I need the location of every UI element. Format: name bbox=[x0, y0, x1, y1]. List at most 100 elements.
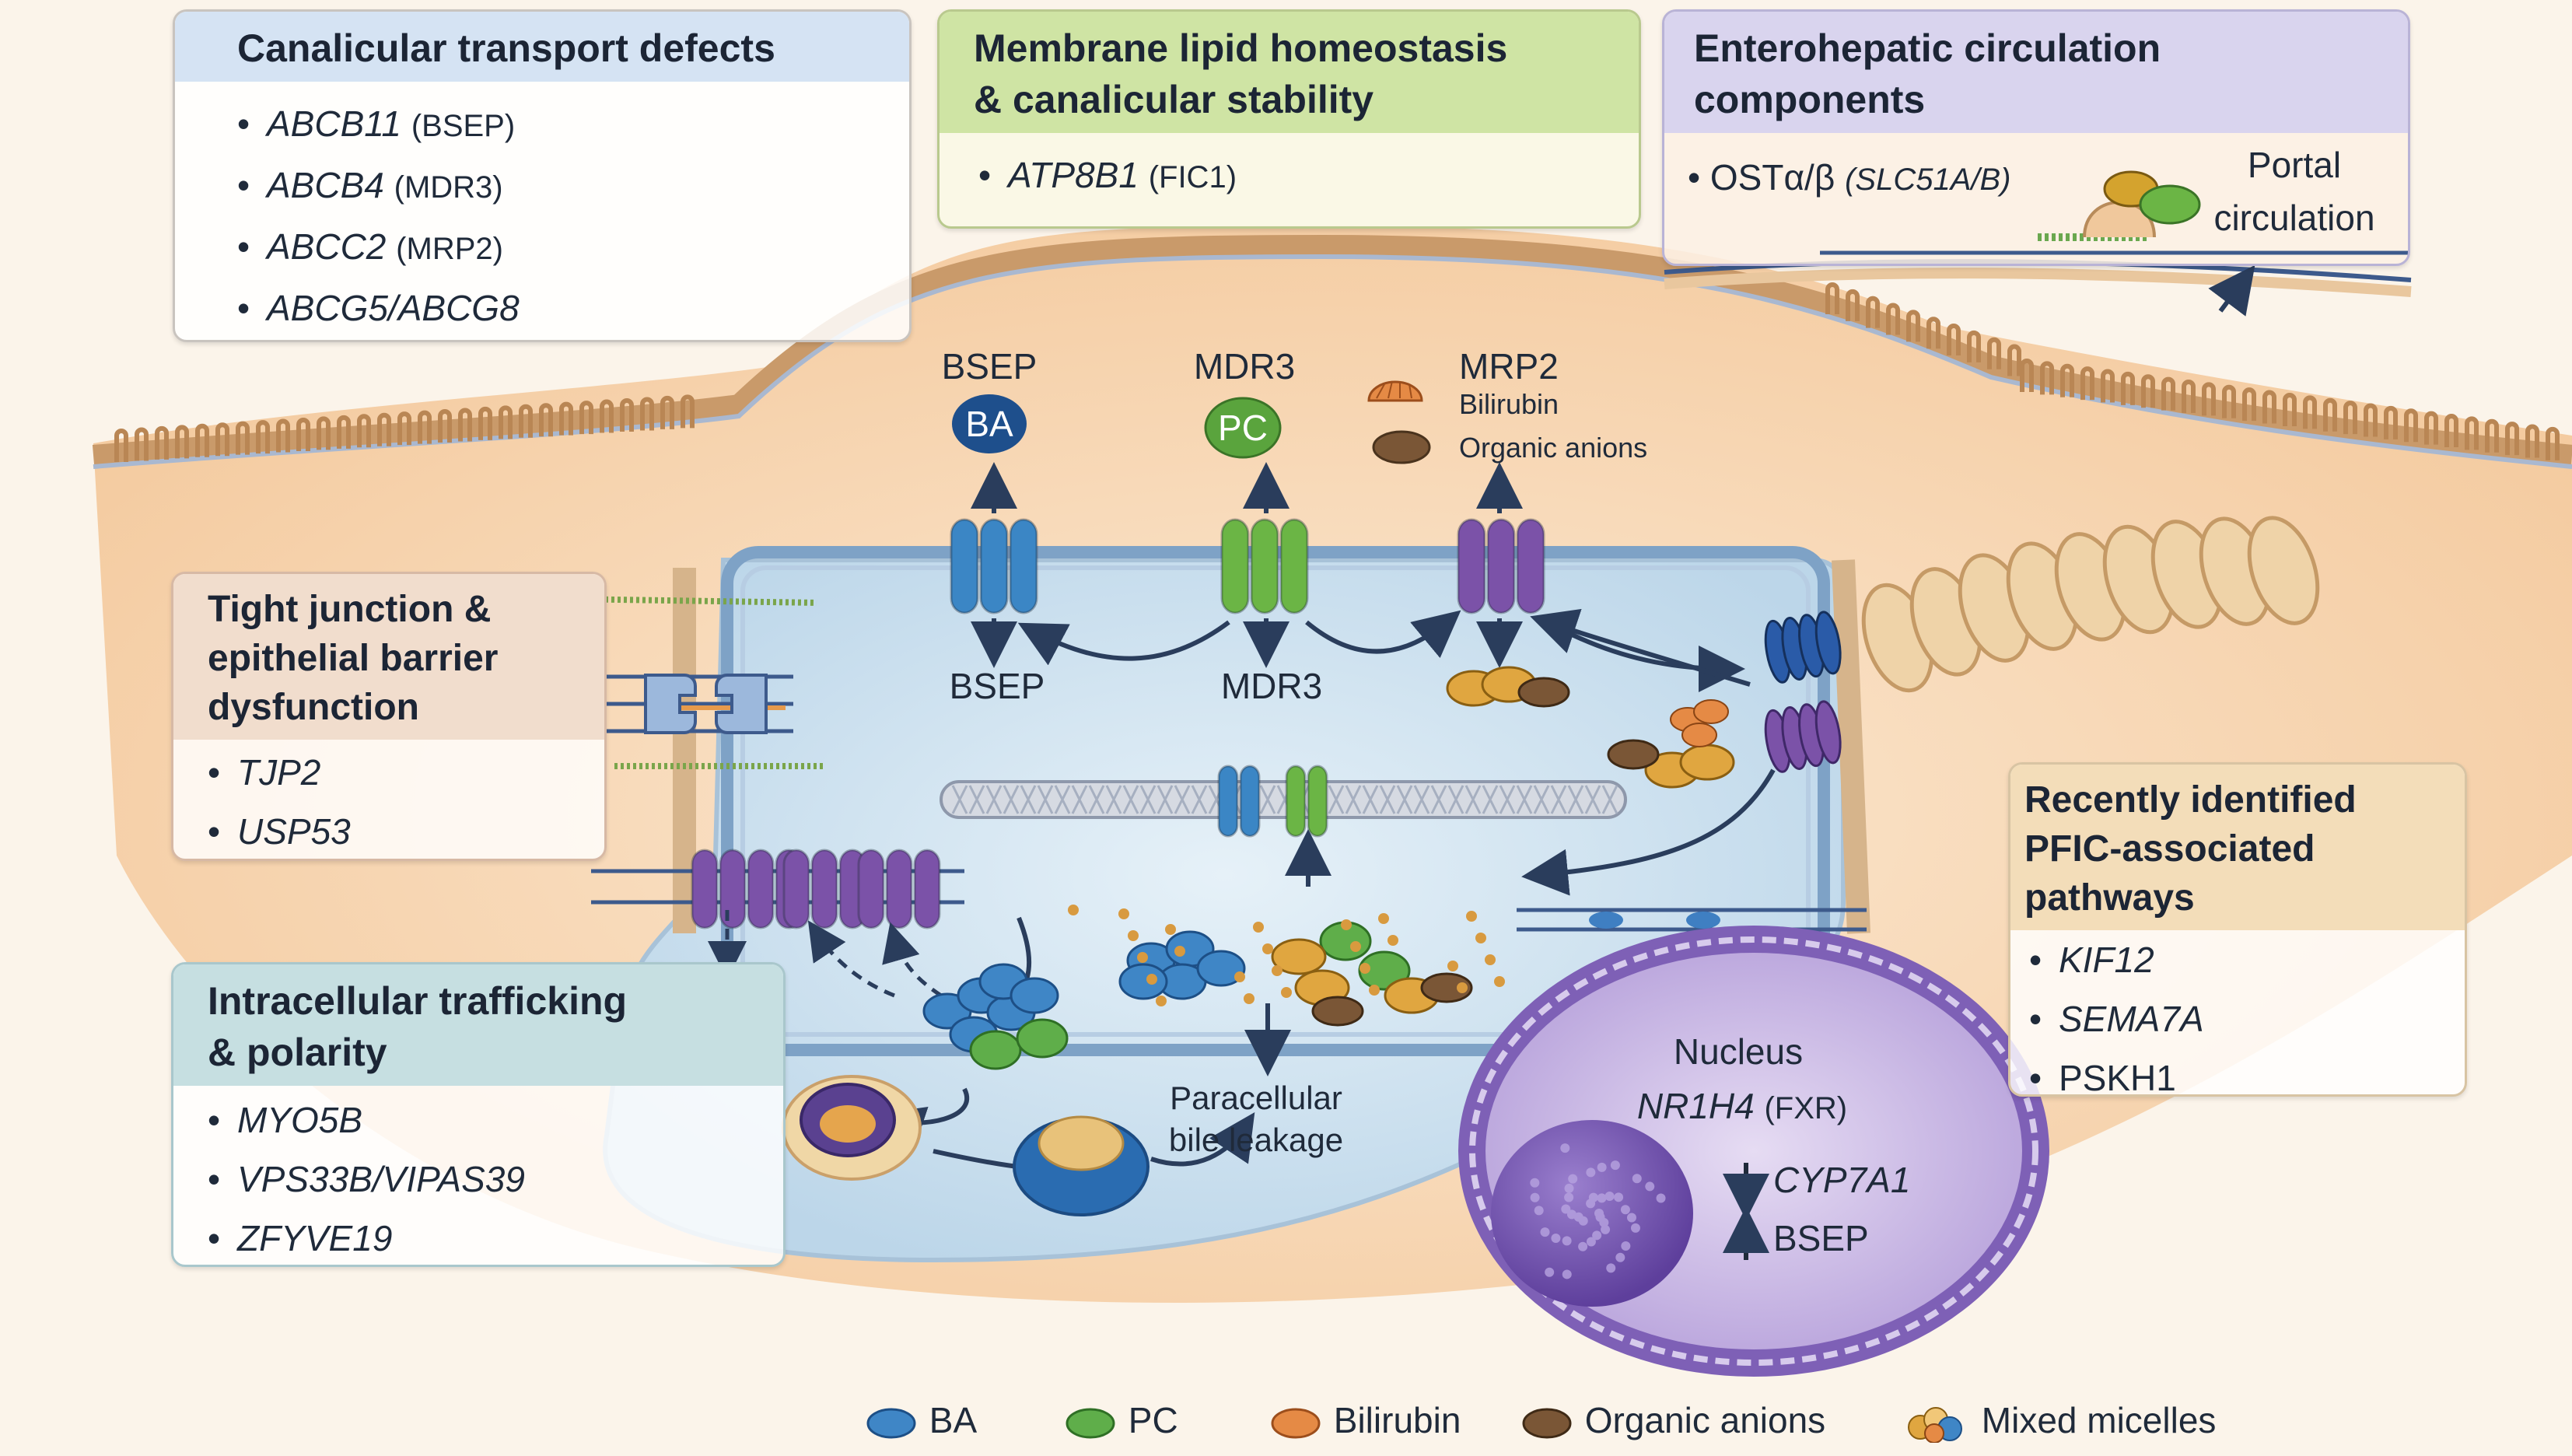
bile-dot bbox=[1253, 922, 1264, 933]
bile-dot bbox=[1244, 993, 1255, 1004]
pc-swatch-icon bbox=[1066, 1408, 1115, 1439]
panel-title-line: dysfunction bbox=[208, 687, 419, 728]
bile-dot bbox=[1128, 930, 1139, 941]
gene-item: •ZFYVE19 bbox=[208, 1218, 393, 1258]
bile-dot bbox=[1262, 943, 1273, 954]
microvillus bbox=[2343, 401, 2357, 435]
organic-anion-swatch-icon bbox=[1522, 1408, 1572, 1439]
microvillus bbox=[337, 415, 351, 449]
microvillus bbox=[2141, 374, 2155, 408]
legend-item-organic-anions: Organic anions bbox=[1520, 1398, 1825, 1442]
microvillus bbox=[2020, 359, 2034, 392]
panel-title-line: & polarity bbox=[208, 1031, 387, 1074]
microvillus bbox=[458, 408, 472, 442]
transporter-icon bbox=[1220, 518, 1309, 614]
nucleolus-speck bbox=[1586, 1167, 1596, 1178]
mrp2-label: MRP2 bbox=[1459, 346, 1559, 387]
ba-particle bbox=[1118, 963, 1168, 1000]
microvillus bbox=[2283, 392, 2297, 426]
microvillus bbox=[478, 406, 492, 440]
microvillus bbox=[1886, 303, 1900, 335]
pc-particle bbox=[969, 1030, 1022, 1070]
bile-dot bbox=[1137, 952, 1148, 963]
ba-swatch-icon bbox=[866, 1408, 916, 1439]
microvillus bbox=[2060, 363, 2074, 397]
microvillus bbox=[2505, 422, 2519, 456]
microvillus bbox=[2202, 382, 2216, 416]
microvillus bbox=[195, 423, 209, 457]
microvillus bbox=[2404, 408, 2418, 443]
panel-title-line: Intracellular trafficking bbox=[208, 979, 628, 1023]
mixed-micelle-swatch-icon bbox=[1908, 1406, 1962, 1444]
nucleolus-speck bbox=[1606, 1263, 1616, 1273]
microvillus bbox=[276, 418, 290, 453]
panel-title: Membrane lipid homeostasis & canalicular… bbox=[940, 12, 1639, 133]
microvillus bbox=[357, 414, 371, 448]
bile-dot bbox=[1146, 974, 1157, 985]
nucleolus-speck bbox=[1592, 1230, 1602, 1241]
microvillus bbox=[236, 421, 250, 455]
gene-list: •KIF12 •SEMA7A •PSKH1 bbox=[2010, 930, 2465, 1094]
nucleolus-speck bbox=[1561, 1204, 1571, 1214]
panel-canalicular-transport: Canalicular transport defects •ABCB11 (B… bbox=[173, 9, 912, 342]
gene-item: •VPS33B/VIPAS39 bbox=[208, 1159, 525, 1199]
microvillus bbox=[2040, 361, 2054, 395]
nucleolus-speck bbox=[1615, 1252, 1625, 1262]
transporter-icon bbox=[950, 518, 1038, 614]
microvillus bbox=[317, 416, 331, 450]
transporter-icon bbox=[857, 849, 941, 929]
nucleolus-speck bbox=[1568, 1174, 1578, 1184]
nucleolus-speck bbox=[1632, 1174, 1642, 1184]
bilirubin-particle bbox=[1681, 723, 1717, 747]
nucleolus-speck bbox=[1534, 1206, 1544, 1216]
microvillus bbox=[215, 422, 229, 457]
nucleolus-speck bbox=[1620, 1205, 1630, 1215]
microvillus bbox=[2444, 414, 2458, 447]
panel-title-line: pathways bbox=[2024, 877, 2195, 919]
microvillus bbox=[600, 399, 614, 433]
cyp7a1-label: CYP7A1 bbox=[1773, 1160, 1911, 1200]
bile-dot bbox=[1485, 954, 1496, 965]
microvillus bbox=[377, 412, 391, 446]
microvillus bbox=[2101, 369, 2115, 403]
panel-title: Tight junction & epithelial barrier dysf… bbox=[173, 574, 604, 740]
panel-title-line: epithelial barrier bbox=[208, 638, 499, 679]
basolateral-transporter-icon bbox=[1764, 700, 1842, 773]
nucleolus-speck bbox=[1530, 1192, 1540, 1202]
microvillus bbox=[2007, 344, 2021, 376]
ba-particle bbox=[1010, 977, 1059, 1014]
microvillus bbox=[559, 401, 573, 436]
legend-item-pc: PC bbox=[1064, 1398, 1178, 1442]
bile-dot bbox=[1378, 913, 1389, 924]
nucleolus-speck bbox=[1597, 1193, 1607, 1203]
bsep-nucleus-label: BSEP bbox=[1773, 1218, 1869, 1258]
panel-title-line: & canalicular stability bbox=[974, 78, 1374, 121]
panel-title: Intracellular trafficking & polarity bbox=[173, 964, 783, 1086]
bile-dot bbox=[1494, 976, 1505, 987]
nucleolus-speck bbox=[1604, 1192, 1615, 1202]
panel-recent-pathways: Recently identified PFIC-associated path… bbox=[2008, 762, 2467, 1097]
nucleus-label: Nucleus bbox=[1673, 1031, 1804, 1072]
microvillus bbox=[2465, 416, 2479, 450]
nucleolus-speck bbox=[1564, 1192, 1574, 1202]
nucleolus-speck bbox=[1573, 1212, 1583, 1222]
microvillus bbox=[1987, 337, 2001, 369]
microvillus bbox=[2222, 384, 2236, 418]
gene-item: •MYO5B bbox=[208, 1100, 363, 1140]
microvillus bbox=[2080, 366, 2094, 401]
microvillus bbox=[2485, 418, 2499, 453]
bile-dot bbox=[1068, 905, 1079, 915]
bsep-bottom-label: BSEP bbox=[949, 666, 1045, 706]
nucleolus-speck bbox=[1560, 1143, 1570, 1153]
nucleolus-speck bbox=[1564, 1183, 1574, 1193]
panel-intracellular-trafficking: Intracellular trafficking & polarity •MY… bbox=[171, 962, 786, 1267]
ost-transporter-icon bbox=[1820, 170, 2408, 255]
bile-dot bbox=[1475, 933, 1486, 943]
panel-title: Recently identified PFIC-associated path… bbox=[2010, 765, 2465, 930]
organic-anions-label: Organic anions bbox=[1459, 432, 1648, 464]
gene-list: •MYO5B •VPS33B/VIPAS39 •ZFYVE19 bbox=[173, 1086, 783, 1265]
bile-dot bbox=[1369, 985, 1380, 996]
microvillus bbox=[2364, 403, 2378, 437]
microvillus bbox=[1967, 330, 1981, 362]
